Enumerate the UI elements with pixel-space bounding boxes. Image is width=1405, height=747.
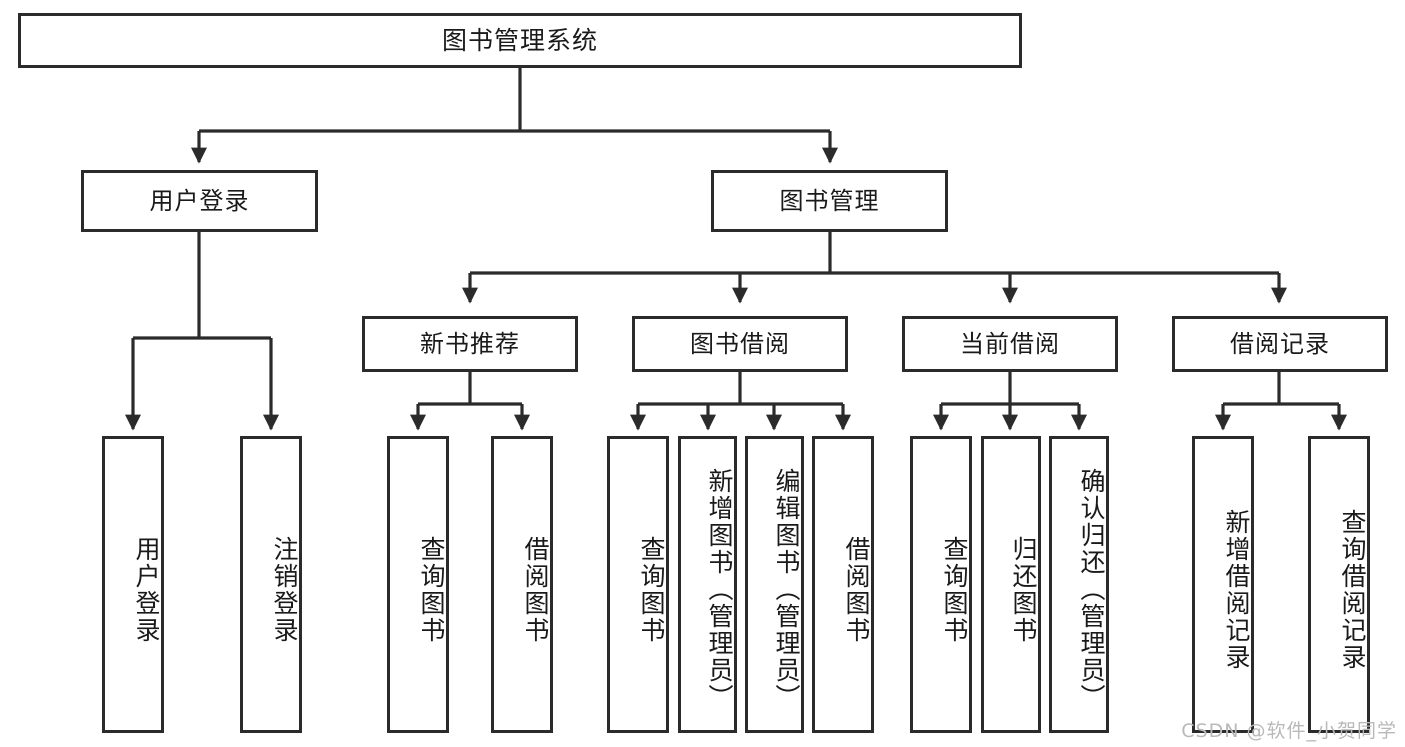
node-label: 当前借阅 bbox=[960, 329, 1060, 358]
node-label: 查询借阅记录 bbox=[1338, 508, 1367, 671]
node-label: 注销登录 bbox=[270, 535, 299, 644]
leaf-book-borrow-borrow[interactable]: 借阅图书 bbox=[812, 436, 874, 733]
node-label: 借阅图书 bbox=[842, 535, 871, 644]
node-label: 确认归还（管理员） bbox=[1077, 468, 1106, 711]
leaf-new-book-borrow[interactable]: 借阅图书 bbox=[491, 436, 553, 733]
watermark-text: CSDN @软件_小贺同学 bbox=[1181, 720, 1397, 742]
node-label: 查询图书 bbox=[637, 535, 666, 644]
node-label: 借阅图书 bbox=[521, 535, 550, 644]
node-label: 图书管理 bbox=[779, 186, 880, 215]
leaf-new-book-query[interactable]: 查询图书 bbox=[387, 436, 449, 733]
node-user-login[interactable]: 用户登录 bbox=[81, 170, 318, 232]
leaf-borrow-record-query[interactable]: 查询借阅记录 bbox=[1308, 436, 1370, 733]
leaf-book-borrow-add[interactable]: 新增图书（管理员） bbox=[678, 436, 737, 733]
node-label: 查询图书 bbox=[417, 535, 446, 644]
node-label: 用户登录 bbox=[149, 186, 250, 215]
node-label: 新增借阅记录 bbox=[1222, 508, 1251, 671]
leaf-borrow-record-add[interactable]: 新增借阅记录 bbox=[1192, 436, 1254, 733]
leaf-current-borrow-return[interactable]: 归还图书 bbox=[981, 436, 1041, 733]
node-label: 借阅记录 bbox=[1230, 329, 1330, 358]
node-label: 图书管理系统 bbox=[441, 25, 598, 55]
leaf-book-borrow-query[interactable]: 查询图书 bbox=[607, 436, 669, 733]
node-borrow-record[interactable]: 借阅记录 bbox=[1172, 316, 1388, 372]
node-label: 新书推荐 bbox=[420, 329, 520, 358]
leaf-user-login-login[interactable]: 用户登录 bbox=[102, 436, 164, 733]
node-label: 编辑图书（管理员） bbox=[772, 468, 801, 711]
leaf-book-borrow-edit[interactable]: 编辑图书（管理员） bbox=[745, 436, 804, 733]
node-book-borrow[interactable]: 图书借阅 bbox=[632, 316, 848, 372]
node-book-management[interactable]: 图书管理 bbox=[711, 170, 948, 232]
leaf-current-borrow-confirm[interactable]: 确认归还（管理员） bbox=[1049, 436, 1109, 733]
node-current-borrow[interactable]: 当前借阅 bbox=[902, 316, 1118, 372]
node-label: 新增图书（管理员） bbox=[705, 468, 734, 711]
node-label: 用户登录 bbox=[132, 535, 161, 644]
node-label: 图书借阅 bbox=[690, 329, 790, 358]
leaf-current-borrow-query[interactable]: 查询图书 bbox=[910, 436, 972, 733]
node-label: 归还图书 bbox=[1009, 535, 1038, 644]
node-root-system[interactable]: 图书管理系统 bbox=[18, 13, 1022, 68]
node-new-book-recommend[interactable]: 新书推荐 bbox=[362, 316, 578, 372]
leaf-user-login-logout[interactable]: 注销登录 bbox=[240, 436, 302, 733]
node-label: 查询图书 bbox=[940, 535, 969, 644]
